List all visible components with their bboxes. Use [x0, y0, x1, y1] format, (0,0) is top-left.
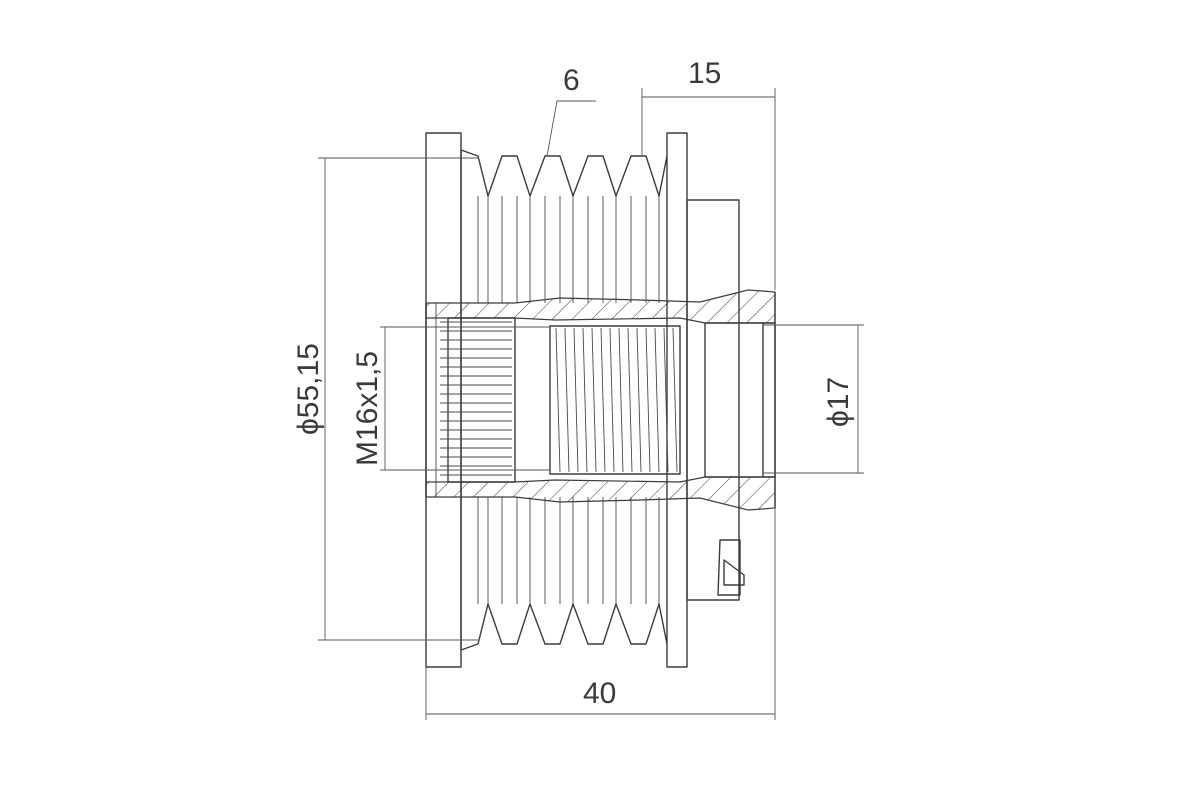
- thread-line: [609, 327, 615, 473]
- section-bottom-hatch: [425, 476, 776, 511]
- rib-surface-lines: [477, 196, 660, 604]
- outer-diameter-label: ϕ55,15: [292, 343, 325, 435]
- rib-count-label: 6: [563, 64, 580, 97]
- ribs-top-outline: [460, 149, 668, 197]
- thread-line: [582, 327, 588, 473]
- counterbore: [704, 322, 776, 478]
- thread-line: [627, 327, 633, 473]
- rib-count-leader: [546, 100, 596, 157]
- locking-tab: [717, 539, 745, 596]
- hub-length-label: 15: [688, 57, 721, 90]
- spline-cavity: [447, 317, 516, 483]
- dimension-lines: [318, 88, 864, 720]
- thread-line: [654, 327, 660, 473]
- thread-line: [636, 327, 642, 473]
- right-flange: [666, 132, 688, 668]
- thread-lines: [555, 327, 678, 473]
- pulley-body: [425, 132, 740, 668]
- thread-line: [591, 327, 597, 473]
- thread-line: [600, 327, 606, 473]
- hub-step: [686, 199, 740, 601]
- thread-line: [555, 327, 561, 473]
- left-flange: [425, 132, 462, 668]
- thread-line: [618, 327, 624, 473]
- thread-line: [645, 327, 651, 473]
- section-view: [425, 289, 776, 511]
- thread-line: [564, 327, 570, 473]
- bore-diameter-label: ϕ17: [822, 377, 855, 427]
- thread-cavity: [549, 325, 681, 475]
- thread-line: [573, 327, 579, 473]
- thread-line: [663, 327, 669, 473]
- thread-label: M16x1,5: [351, 351, 384, 466]
- overall-length-label: 40: [583, 677, 616, 710]
- ribs-bottom-outline: [460, 603, 668, 651]
- thread-line: [672, 327, 678, 473]
- spline-teeth: [440, 321, 512, 476]
